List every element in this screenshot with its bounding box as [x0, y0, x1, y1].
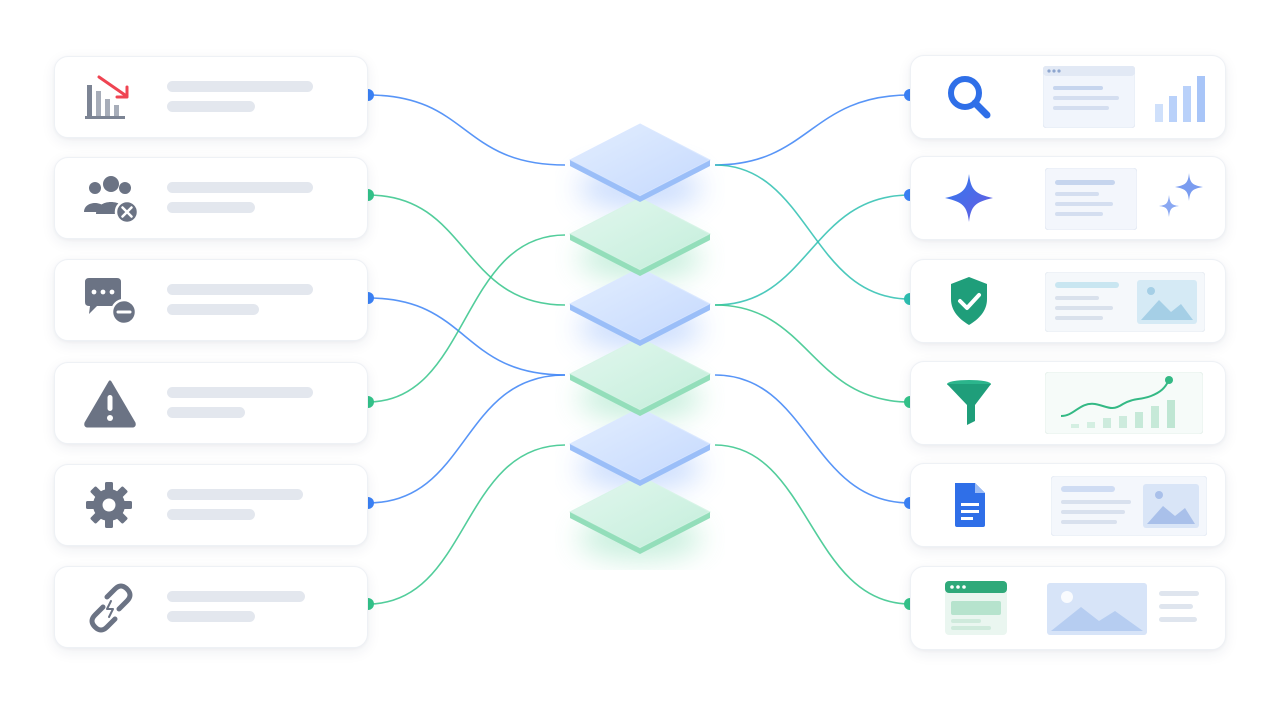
funnel-icon	[947, 380, 991, 425]
security-shield-icon	[951, 277, 987, 325]
sparkles-icon	[1159, 173, 1203, 217]
broken-link-icon	[89, 583, 133, 633]
declining-bar-chart-icon	[85, 75, 129, 119]
wire-left-1	[367, 94, 566, 166]
warning-triangle-icon	[84, 380, 136, 428]
document-icon	[955, 483, 985, 527]
layer-5	[568, 407, 712, 486]
wire-left-6	[367, 444, 566, 605]
source-card-5	[54, 464, 368, 546]
browser-window-preview	[1043, 66, 1135, 128]
wire-left-4	[367, 234, 566, 403]
gear-icon	[86, 482, 132, 528]
wire-right-4	[714, 304, 911, 403]
layer-1	[568, 123, 712, 202]
output-card-search	[910, 55, 1226, 139]
layer-stack	[568, 123, 712, 560]
wire-left-3	[367, 297, 566, 376]
output-card-security	[910, 259, 1226, 343]
bar-chart-icon	[1155, 76, 1205, 122]
wire-right-5	[714, 374, 911, 504]
text-block-preview	[1045, 168, 1137, 230]
layer-3	[568, 267, 712, 346]
output-card-document	[910, 463, 1226, 547]
search-icon	[948, 76, 991, 119]
output-card-landing-page	[910, 566, 1226, 650]
output-card-funnel	[910, 361, 1226, 445]
source-card-2	[54, 157, 368, 239]
article-image-preview	[1051, 476, 1207, 536]
ai-sparkle-icon	[945, 174, 993, 222]
wire-left-2	[367, 194, 566, 306]
wire-right-2	[714, 194, 911, 306]
content-image-preview	[1045, 272, 1205, 332]
wire-right-3	[714, 164, 911, 300]
source-card-1	[54, 56, 368, 138]
layer-4	[568, 337, 712, 416]
output-card-ai	[910, 156, 1226, 240]
source-card-6	[54, 566, 368, 648]
wire-left-5	[367, 374, 566, 504]
hero-image-preview	[1047, 583, 1199, 635]
source-card-4	[54, 362, 368, 444]
growth-chart-preview	[1045, 372, 1203, 434]
layer-6	[568, 475, 712, 554]
chat-remove-icon	[85, 278, 138, 326]
layer-2	[568, 197, 712, 276]
wire-right-6	[714, 444, 911, 605]
source-card-3	[54, 259, 368, 341]
wire-right-1	[714, 94, 911, 166]
remove-users-icon	[84, 176, 139, 224]
landing-page-icon	[945, 581, 1007, 635]
